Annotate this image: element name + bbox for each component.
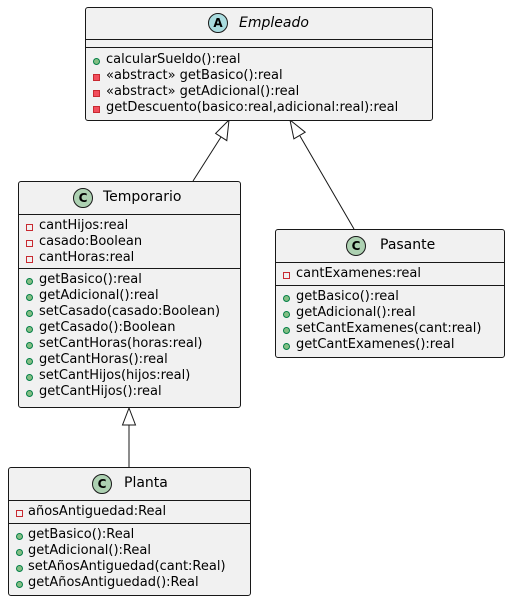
methods-divider (9, 523, 250, 524)
method: getAñosAntiguedad():Real (28, 575, 199, 590)
method: getCantHijos():real (39, 384, 162, 399)
edge-temporario-empleado (192, 136, 222, 182)
public-method-icon (26, 374, 33, 381)
class-icon: C (73, 188, 93, 208)
abstract-class-icon: A (208, 13, 228, 33)
private-method-icon (93, 90, 100, 97)
public-method-icon (26, 342, 33, 349)
method: getAdicional():real (39, 288, 159, 303)
methods-divider (276, 285, 504, 286)
field: casado:Boolean (39, 234, 143, 249)
private-field-icon (26, 256, 33, 263)
methods-divider (86, 47, 432, 48)
public-method-icon (16, 549, 23, 556)
attributes-divider (19, 214, 240, 215)
class-empleado[interactable]: A Empleado calcularSueldo():real «abstra… (85, 7, 433, 121)
method: calcularSueldo():real (106, 52, 241, 67)
class-pasante[interactable]: C Pasante cantExamenes:real getBasico():… (275, 229, 505, 358)
method: getCantHoras():real (39, 352, 168, 367)
method: getBasico():Real (28, 527, 135, 542)
method: setCasado(casado:Boolean) (39, 304, 221, 319)
method: getAdicional():Real (28, 543, 151, 558)
edge-pasante-empleado (299, 135, 355, 230)
public-method-icon (16, 581, 23, 588)
method: getCantExamenes():real (296, 337, 455, 352)
field: cantExamenes:real (296, 266, 422, 281)
attributes-divider (9, 500, 250, 501)
public-method-icon (26, 326, 33, 333)
class-icon: C (346, 236, 366, 256)
public-method-icon (283, 343, 290, 350)
private-field-icon (26, 240, 33, 247)
private-method-icon (93, 74, 100, 81)
class-name: Planta (124, 475, 168, 491)
private-field-icon (16, 510, 23, 517)
field: cantHijos:real (39, 218, 129, 233)
public-method-icon (26, 310, 33, 317)
method: getBasico():real (296, 289, 399, 304)
methods-divider (19, 268, 240, 269)
class-icon: C (92, 474, 112, 494)
method: getAdicional():real (296, 305, 416, 320)
public-method-icon (26, 358, 33, 365)
public-method-icon (283, 327, 290, 334)
method: setCantHijos(hijos:real) (39, 368, 191, 383)
method: «abstract» getAdicional():real (106, 84, 300, 99)
field: cantHoras:real (39, 250, 135, 265)
public-method-icon (26, 278, 33, 285)
public-method-icon (26, 294, 33, 301)
method: getBasico():real (39, 272, 142, 287)
method: setCantHoras(horas:real) (39, 336, 203, 351)
public-method-icon (283, 295, 290, 302)
generalization-arrowhead (289, 118, 307, 140)
public-method-icon (16, 533, 23, 540)
generalization-arrowhead (214, 118, 230, 142)
public-method-icon (16, 565, 23, 572)
attributes-divider (276, 262, 504, 263)
method: setCantExamenes(cant:real) (296, 321, 482, 336)
public-method-icon (93, 58, 100, 65)
public-method-icon (283, 311, 290, 318)
private-field-icon (26, 224, 33, 231)
method: «abstract» getBasico():real (106, 68, 283, 83)
attributes-divider (86, 39, 432, 40)
field: añosAntiguedad:Real (28, 504, 167, 519)
class-planta[interactable]: C Planta añosAntiguedad:Real getBasico()… (8, 467, 251, 596)
generalization-arrowhead (121, 406, 137, 426)
private-method-icon (93, 106, 100, 113)
method: getDescuento(basico:real,adicional:real)… (106, 100, 399, 115)
private-field-icon (283, 272, 290, 279)
method: getCasado():Boolean (39, 320, 176, 335)
method: setAñosAntiguedad(cant:Real) (28, 559, 226, 574)
class-temporario[interactable]: C Temporario cantHijos:real casado:Boole… (18, 181, 241, 408)
class-name: Empleado (239, 15, 309, 31)
public-method-icon (26, 390, 33, 397)
class-name: Temporario (103, 189, 182, 205)
class-name: Pasante (380, 237, 436, 253)
